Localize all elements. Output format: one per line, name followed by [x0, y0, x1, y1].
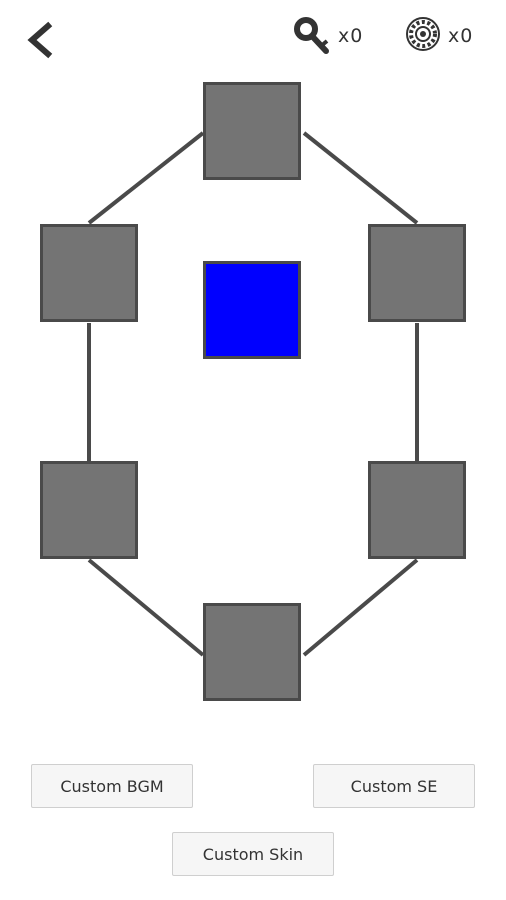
gear-count: x0 — [448, 25, 474, 47]
slot-top[interactable] — [203, 82, 301, 180]
chevron-left-icon — [27, 21, 53, 59]
slot-center[interactable] — [203, 261, 301, 359]
custom-se-button[interactable]: Custom SE — [313, 764, 475, 808]
key-count: x0 — [338, 25, 364, 47]
back-button[interactable] — [18, 18, 62, 62]
slot-upper-right[interactable] — [368, 224, 466, 322]
slot-lower-right[interactable] — [368, 461, 466, 559]
connector-bottom-left — [87, 558, 205, 657]
board-connectors — [87, 131, 419, 657]
connector-bottom-right — [302, 558, 419, 657]
slot-upper-left[interactable] — [40, 224, 138, 322]
key-icon — [294, 17, 329, 54]
slot-lower-left[interactable] — [40, 461, 138, 559]
connector-top-right — [302, 131, 419, 225]
connector-top-left — [87, 131, 205, 225]
gear-icon — [406, 17, 440, 51]
slot-bottom[interactable] — [203, 603, 301, 701]
key-counter: x0 — [292, 14, 363, 58]
gear-counter: x0 — [402, 14, 473, 58]
custom-skin-button[interactable]: Custom Skin — [172, 832, 334, 876]
custom-bgm-button[interactable]: Custom BGM — [31, 764, 193, 808]
game-board — [40, 82, 466, 701]
